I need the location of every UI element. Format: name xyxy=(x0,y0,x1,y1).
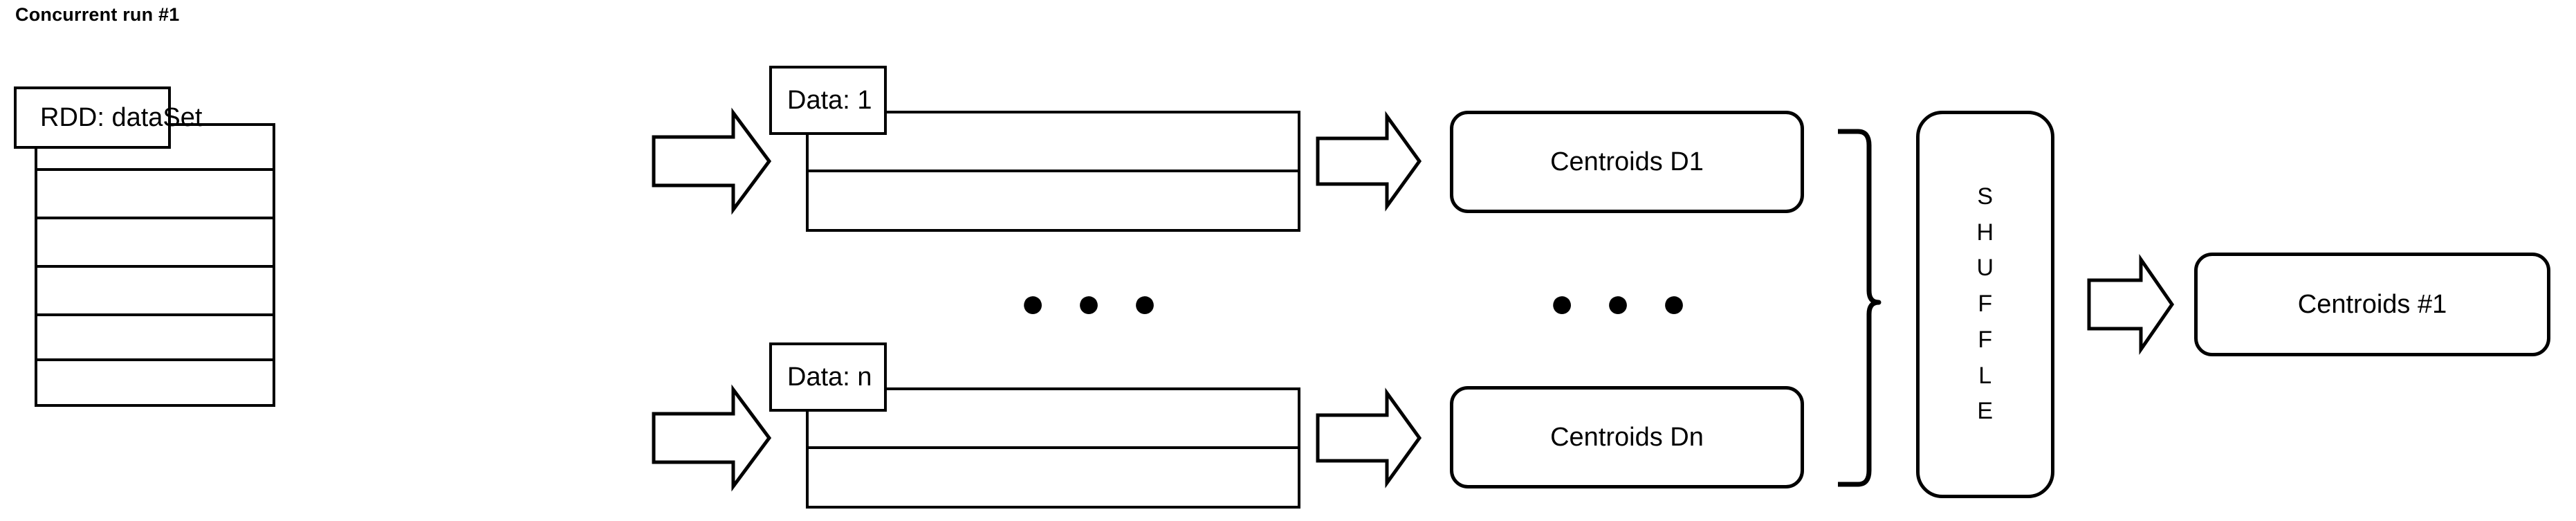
rdd-stack-divider-1 xyxy=(35,168,275,171)
data-1-label: Data: 1 xyxy=(787,86,872,115)
shuffle-letter-2: U xyxy=(1976,255,1994,282)
centroids-d1-box: Centroids D1 xyxy=(1450,111,1804,213)
arrow-rdd-to-data-1-icon xyxy=(652,107,772,215)
rdd-stack-divider-4 xyxy=(35,313,275,316)
shuffle-letter-3: F xyxy=(1978,291,1993,318)
result-centroids-label: Centroids #1 xyxy=(2297,290,2447,319)
data-1-stack-divider-1 xyxy=(806,170,1300,172)
diagram-title: Concurrent run #1 xyxy=(15,4,180,25)
shuffle-letter-0: S xyxy=(1977,183,1994,210)
rdd-label: RDD: dataSet xyxy=(40,103,203,132)
arrow-shuffle-to-result-icon xyxy=(2087,253,2175,356)
data-n-stack-divider-1 xyxy=(806,446,1300,449)
centroids-group-brace-icon xyxy=(1838,129,1882,487)
shuffle-box: S H U F F L E xyxy=(1916,111,2054,498)
rdd-stack-divider-2 xyxy=(35,217,275,219)
data-1-label-box: Data: 1 xyxy=(769,66,887,135)
rdd-stack-divider-5 xyxy=(35,358,275,361)
shuffle-letter-1: H xyxy=(1976,219,1994,246)
centroids-dn-box: Centroids Dn xyxy=(1450,386,1804,488)
centroid-ellipsis: ● ● ● xyxy=(1549,280,1697,326)
result-centroids-box: Centroids #1 xyxy=(2194,253,2550,356)
data-n-label-box: Data: n xyxy=(769,342,887,412)
partition-ellipsis: ● ● ● xyxy=(1020,280,1168,326)
shuffle-letter-6: E xyxy=(1977,398,1994,425)
data-n-label: Data: n xyxy=(787,363,872,392)
arrow-data-1-to-centroids-d1-icon xyxy=(1316,111,1422,212)
shuffle-letters: S H U F F L E xyxy=(1920,114,2051,495)
shuffle-letter-4: F xyxy=(1978,326,1993,353)
shuffle-letter-5: L xyxy=(1978,362,1992,389)
centroids-dn-label: Centroids Dn xyxy=(1550,423,1704,452)
rdd-label-box: RDD: dataSet xyxy=(14,86,202,149)
arrow-rdd-to-data-n-icon xyxy=(652,384,772,492)
rdd-stack-divider-3 xyxy=(35,265,275,268)
arrow-data-n-to-centroids-dn-icon xyxy=(1316,387,1422,488)
centroids-d1-label: Centroids D1 xyxy=(1550,147,1704,176)
